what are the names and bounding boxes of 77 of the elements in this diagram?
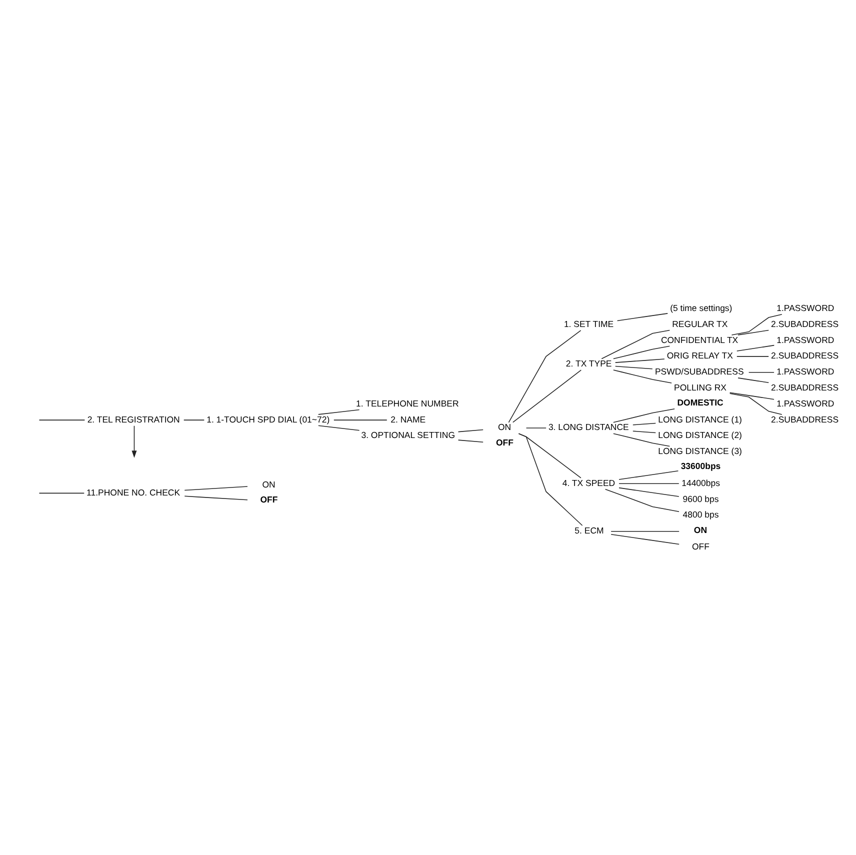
node-text: ON — [498, 422, 512, 432]
connector — [748, 371, 774, 372]
node-text: 2. NAME — [390, 414, 426, 424]
node-text: 2.SUBADDRESS — [771, 414, 839, 424]
connector — [318, 424, 360, 430]
node-text: LONG DISTANCE (3) — [658, 446, 742, 456]
connector — [616, 312, 668, 321]
connector — [184, 495, 248, 500]
node-text: 1.PASSWORD — [776, 366, 834, 376]
connector — [458, 428, 484, 432]
connector — [610, 533, 680, 544]
node-text: 1. 1-TOUCH SPD DIAL (01~72) — [206, 414, 330, 424]
node-text: LONG DISTANCE (1) — [658, 414, 742, 424]
node-text: ON — [694, 524, 708, 534]
node-text: 11.PHONE NO. CHECK — [86, 486, 180, 497]
connector — [38, 492, 85, 494]
node-text: 1. TELEPHONE NUMBER — [356, 398, 459, 408]
connector — [183, 419, 205, 420]
connector — [613, 432, 670, 446]
connector — [729, 392, 782, 414]
node-text: POLLING RX — [674, 382, 726, 392]
node-text: 3. OPTIONAL SETTING — [361, 430, 456, 440]
connector — [518, 432, 583, 526]
connector — [618, 482, 680, 484]
node-text: CONFIDENTIAL TX — [660, 334, 738, 344]
connector — [738, 377, 770, 383]
node-text: 2.SUBADDRESS — [771, 318, 839, 328]
node-text: 4800 bps — [682, 509, 719, 520]
node-text: 2. TEL REGISTRATION — [87, 414, 180, 424]
connector — [334, 419, 388, 420]
connector — [508, 330, 582, 422]
connector — [738, 329, 770, 335]
connector — [610, 530, 680, 532]
connector — [184, 486, 248, 490]
connector — [512, 369, 582, 422]
connector — [604, 488, 680, 512]
connector — [613, 408, 675, 422]
node-text: 9600 bps — [682, 493, 719, 504]
connector — [632, 422, 656, 425]
node-text: REGULAR TX — [672, 318, 728, 328]
connector — [318, 408, 360, 414]
connector — [38, 419, 86, 420]
connector — [729, 392, 774, 400]
arrow — [132, 424, 137, 458]
node-text: 3. LONG DISTANCE — [548, 422, 629, 432]
connector — [618, 486, 680, 496]
node-text: 4. TX SPEED — [562, 477, 616, 488]
connector — [458, 439, 484, 442]
node-text: 1. SET TIME — [564, 318, 614, 328]
connector — [601, 329, 670, 359]
node-text: 1.PASSWORD — [776, 334, 834, 344]
node-text: 5. ECM — [574, 525, 604, 536]
node-text: DOMESTIC — [677, 397, 724, 408]
node-text: 33600bps — [680, 460, 721, 471]
node-text: OFF — [260, 494, 278, 504]
node-text: 2.SUBADDRESS — [771, 382, 839, 392]
node-text: OFF — [496, 436, 514, 447]
node-text: (5 time settings) — [670, 302, 732, 312]
node-text: 1.PASSWORD — [776, 302, 834, 312]
connector — [736, 344, 775, 351]
connector — [614, 358, 665, 362]
node-text: ORIG RELAY TX — [666, 350, 733, 360]
connector — [613, 345, 670, 359]
node-text: 2. TX TYPE — [566, 358, 612, 368]
connector — [618, 470, 679, 480]
node-text: LONG DISTANCE (2) — [658, 430, 742, 440]
node-text: PSWD/SUBADDRESS — [654, 366, 744, 376]
connector — [632, 430, 656, 433]
node-text: OFF — [692, 540, 710, 551]
connector — [613, 369, 672, 383]
node-text: ON — [262, 478, 276, 489]
connector — [526, 427, 546, 428]
node-text: 2.SUBADDRESS — [771, 350, 839, 360]
connector — [731, 313, 782, 335]
node-text: 14400bps — [682, 477, 720, 488]
node-text: 1.PASSWORD — [776, 398, 834, 408]
connector — [614, 365, 653, 369]
